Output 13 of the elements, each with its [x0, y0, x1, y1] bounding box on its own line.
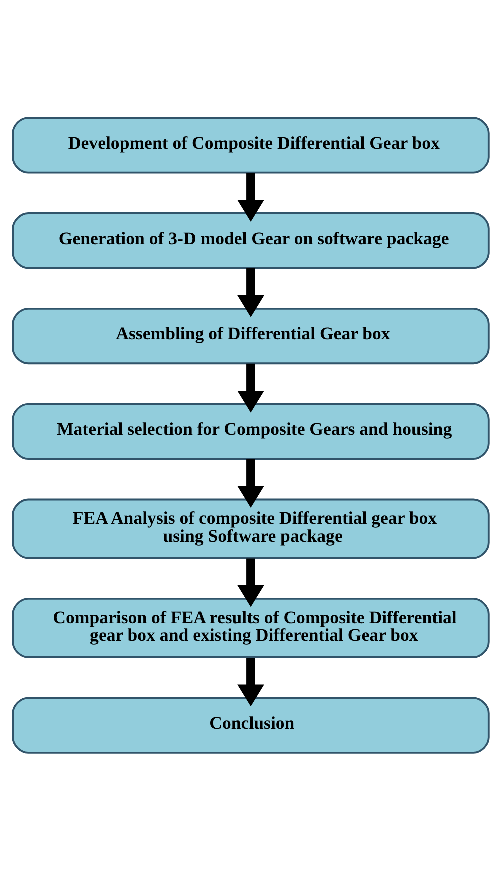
arrow — [238, 558, 264, 607]
node-box: Development of Composite Differential Gear box — [12, 116, 490, 174]
arrow — [238, 172, 264, 222]
arrow — [238, 268, 264, 317]
arrow — [238, 458, 264, 508]
arrow — [238, 657, 264, 706]
node-box: FEA Analysis of composite Differential gear box using Software package — [12, 498, 490, 559]
node-box: Conclusion — [12, 696, 490, 754]
arrow — [238, 363, 264, 412]
node-box: Assembling of Differential Gear box — [12, 307, 490, 364]
node-box: Material selection for Composite Gears and housing — [12, 402, 490, 460]
node-box: Generation of 3-D model Gear on software package — [12, 212, 490, 269]
node-box: Comparison of FEA results of Composite Differential gear box and existing Differential Gear box — [12, 598, 490, 658]
